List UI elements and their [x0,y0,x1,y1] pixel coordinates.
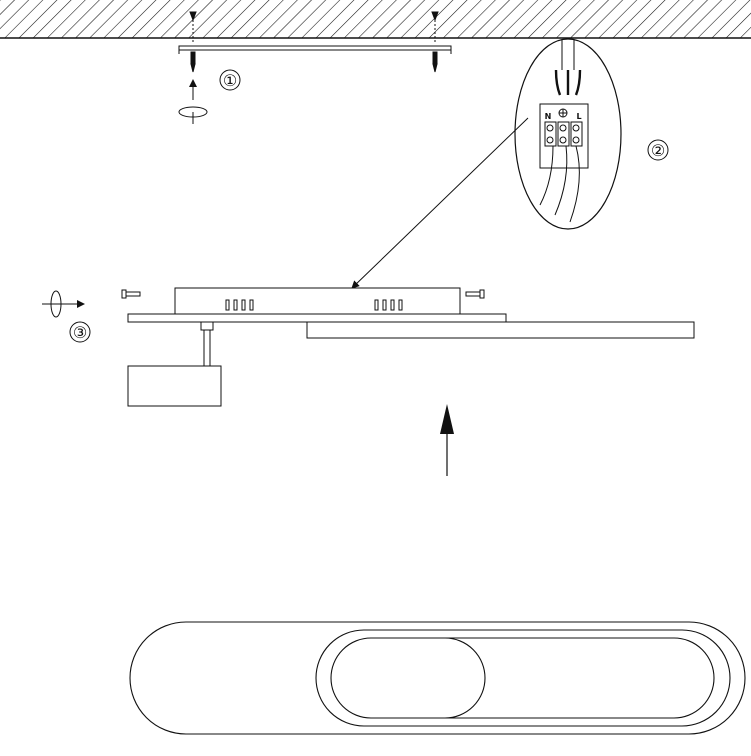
terminal-label-live: L [576,112,581,121]
ceiling-hatch [0,0,751,39]
detail-pointer-arrow [351,117,529,289]
fixture-top-view [129,621,746,735]
wiring-detail-oval [514,38,622,230]
mounting-bracket [178,45,452,54]
side-screw-right [465,289,485,299]
ceiling-screw-left [189,11,197,73]
step-1-circle [219,69,241,91]
fixture-side-view [127,287,695,407]
ceiling-screw-right [431,11,439,73]
rotate-arrow-icon [178,79,208,124]
rotate-side-arrow-icon [42,290,85,318]
step-3-number: ③ [73,323,87,342]
side-screw-left [121,289,141,299]
step-3-circle [69,321,91,343]
step-2-circle [647,139,669,161]
step-2-number: ② [651,141,665,160]
upward-arrow [440,404,454,476]
step-1-number: ① [223,71,237,90]
terminal-label-neutral: N [545,112,552,121]
